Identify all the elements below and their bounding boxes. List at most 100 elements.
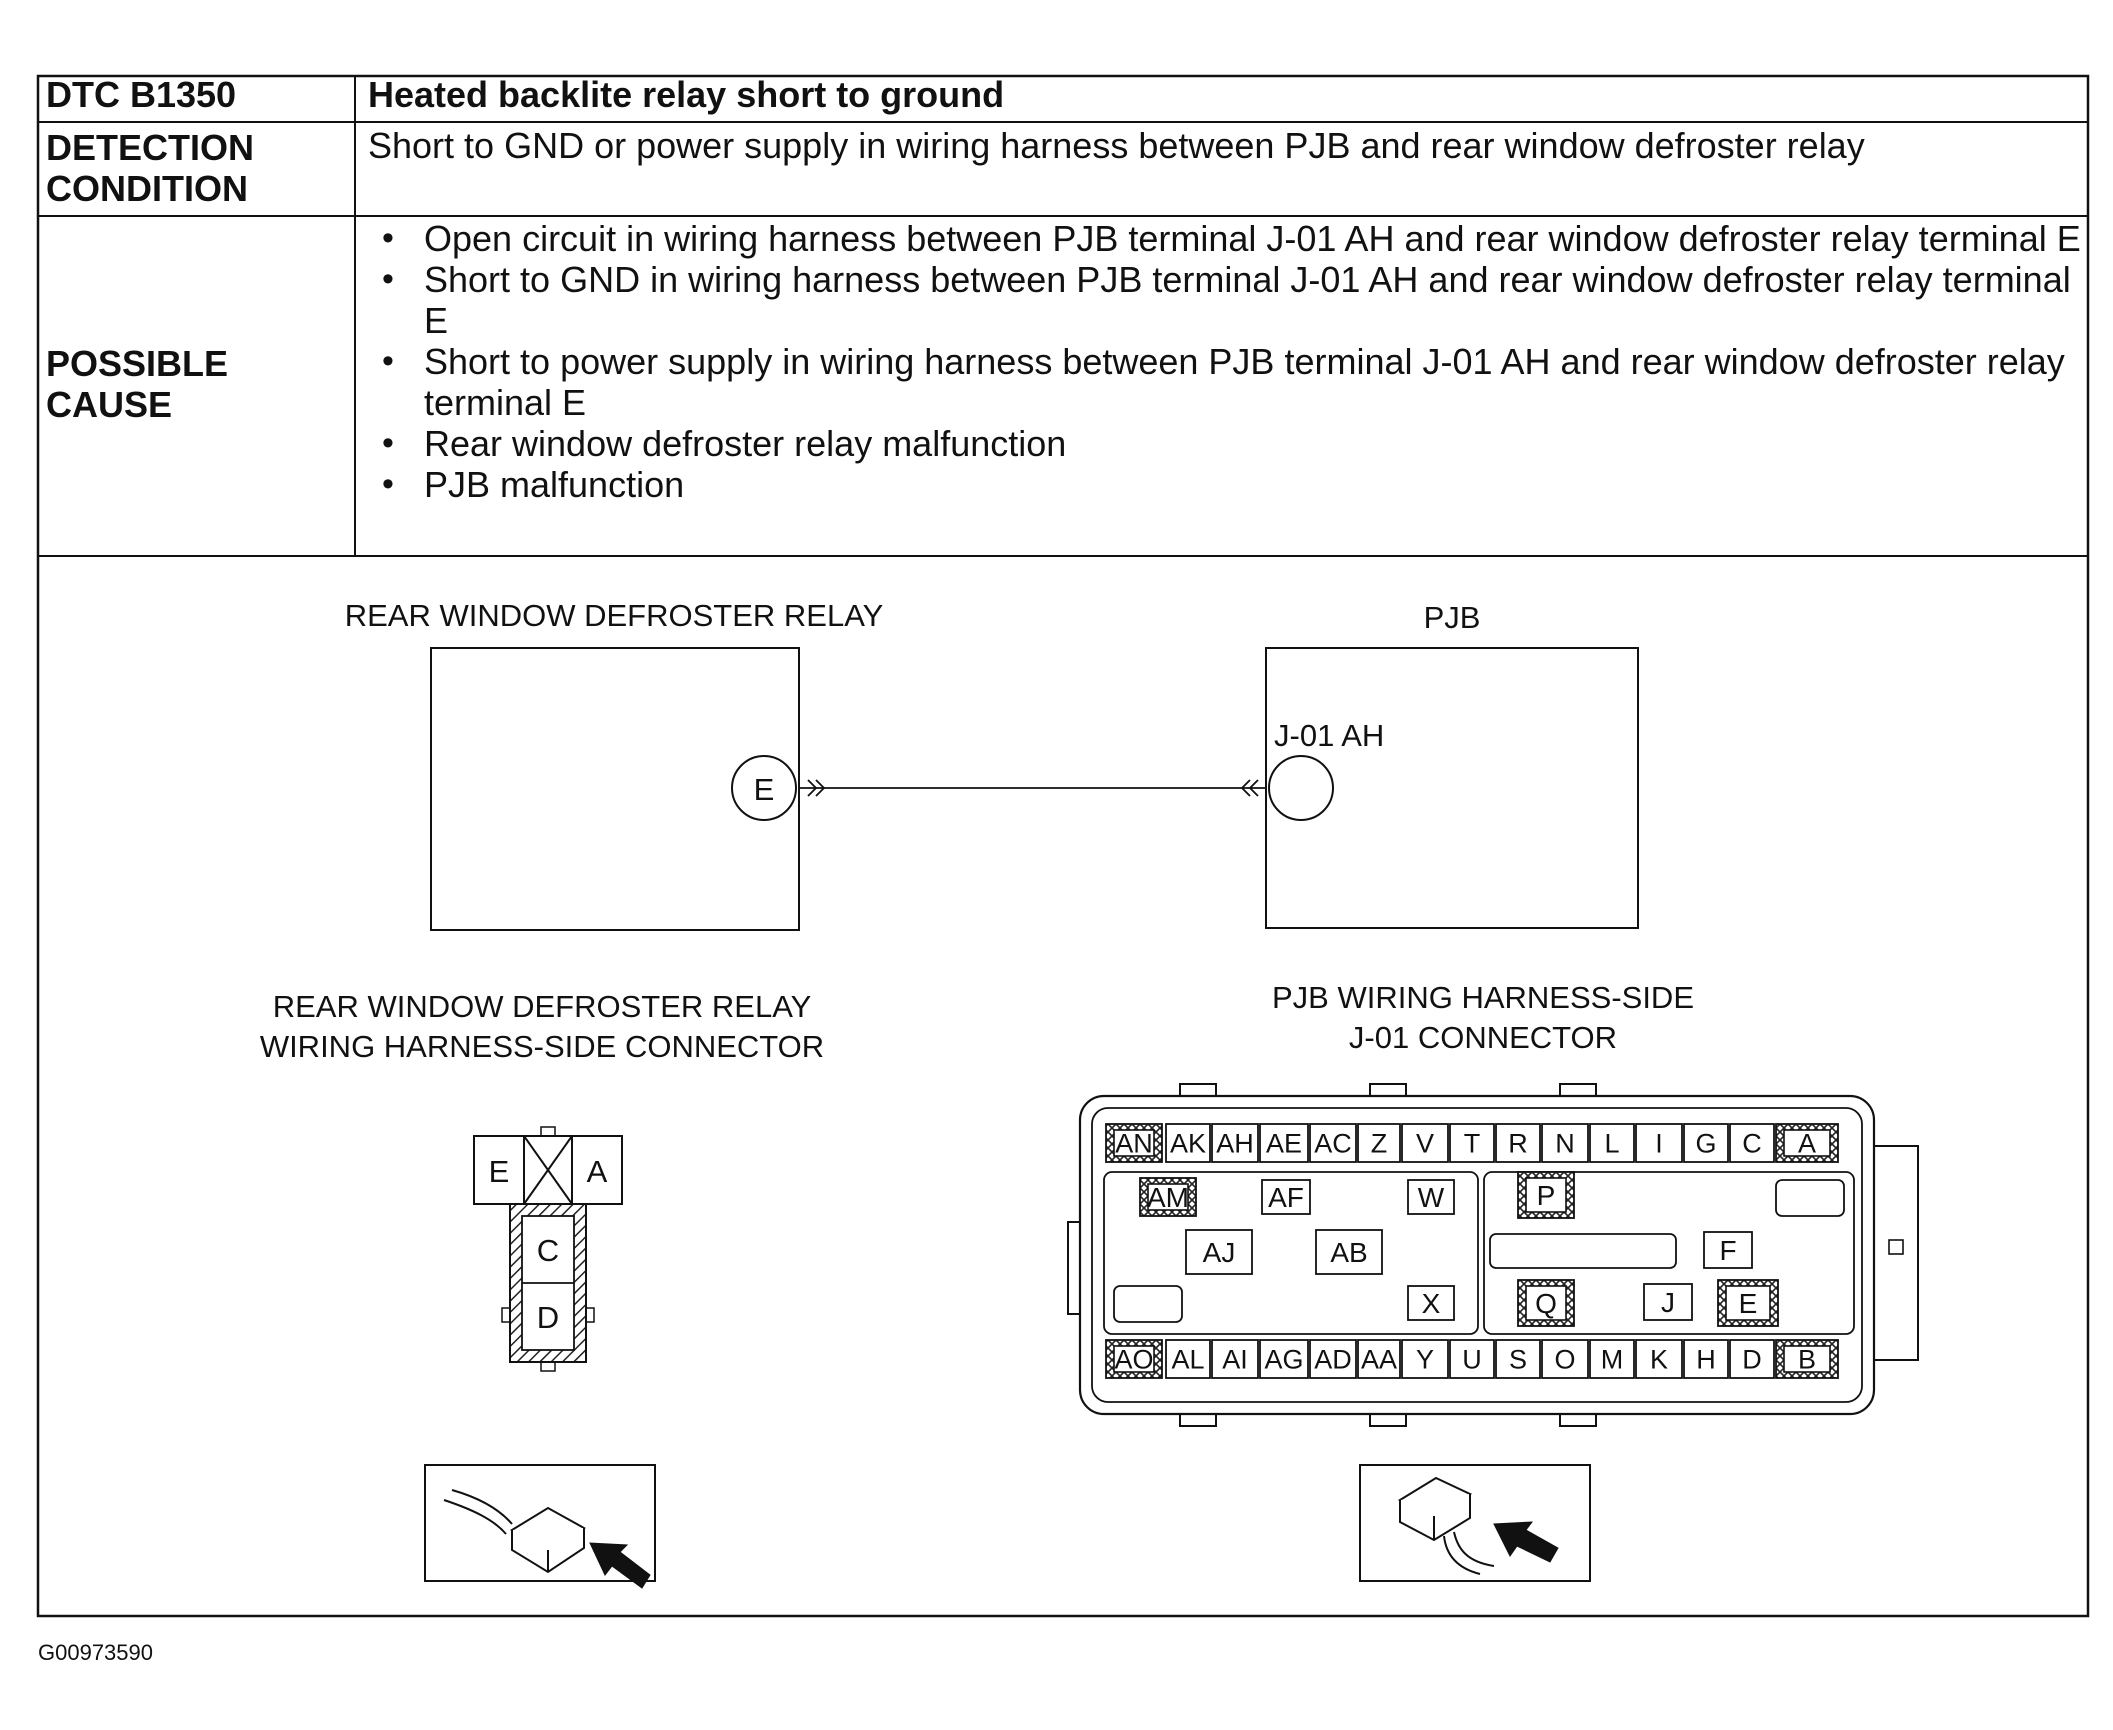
cause-item: Rear window defroster relay malfunction <box>356 423 2096 464</box>
pjb-pin-i: I <box>1655 1129 1663 1159</box>
pjb-pin-ak: AK <box>1170 1129 1206 1159</box>
pjb-pin-c: C <box>1742 1129 1762 1159</box>
pjb-pin-h: H <box>1696 1345 1716 1375</box>
pjb-block-pin-p-inner <box>1525 1177 1567 1213</box>
pjb-pin-x: X <box>1422 1288 1441 1319</box>
pjb-pin-ab-box <box>1315 1229 1383 1275</box>
pjb-pin-c-box <box>1729 1123 1775 1163</box>
pjb-block-pin-f: F <box>1719 1235 1736 1266</box>
pjb-pin-t: T <box>1464 1129 1481 1159</box>
relay-terminal-label: E <box>754 772 775 807</box>
pjb-pin-al-box <box>1165 1339 1211 1379</box>
pjb-pin-ad-box <box>1309 1339 1357 1379</box>
pjb-pin-l: L <box>1604 1129 1619 1159</box>
relay-pin-a: A <box>587 1154 608 1189</box>
pjb-schematic-title: PJB <box>1424 600 1481 635</box>
pjb-pin-ao: AO <box>1114 1345 1153 1375</box>
possible-cause-list-wrapper: Open circuit in wiring harness between P… <box>356 218 2096 505</box>
pjb-connector-arrow <box>1240 779 1259 797</box>
cause-item: Short to GND in wiring harness between P… <box>356 259 2096 341</box>
pjb-connector-title-line1: PJB WIRING HARNESS-SIDE <box>1272 980 1694 1015</box>
pjb-pin-d-box <box>1729 1339 1775 1379</box>
pjb-pin-w: W <box>1418 1182 1445 1213</box>
pjb-pin-am-inner <box>1147 1183 1189 1211</box>
pjb-pin-t-box <box>1449 1123 1495 1163</box>
dtc-code: DTC B1350 <box>46 74 237 115</box>
relay-pin-d: D <box>537 1300 559 1335</box>
pjb-pin-r: R <box>1508 1129 1528 1159</box>
pjb-pin-ai: AI <box>1222 1345 1248 1375</box>
pjb-terminal-circle <box>1268 755 1334 821</box>
pjb-block-pin-e-inner <box>1725 1285 1771 1321</box>
possible-cause-list: Open circuit in wiring harness between P… <box>356 218 2096 505</box>
pjb-connector-title-line2: J-01 CONNECTOR <box>1349 1020 1617 1055</box>
pjb-pin-k-box <box>1635 1339 1683 1379</box>
pjb-pin-ac: AC <box>1314 1129 1352 1159</box>
pjb-pin-d: D <box>1742 1345 1762 1375</box>
pjb-pin-ae: AE <box>1266 1129 1302 1159</box>
pjb-pin-n-box <box>1541 1123 1589 1163</box>
pjb-pin-k: K <box>1650 1345 1668 1375</box>
pjb-pin-ag: AG <box>1264 1345 1303 1375</box>
pjb-pin-y: Y <box>1416 1345 1434 1375</box>
pjb-pin-aj: AJ <box>1203 1237 1236 1268</box>
table-grid <box>36 74 2090 1618</box>
pjb-pin-aa-box <box>1357 1339 1401 1379</box>
pjb-pin-ac-box <box>1309 1123 1357 1163</box>
pjb-pin-al: AL <box>1171 1345 1204 1375</box>
relay-connector-title-line1: REAR WINDOW DEFROSTER RELAY <box>273 989 812 1024</box>
pjb-pin-ae-box <box>1259 1123 1309 1163</box>
relay-schematic-title: REAR WINDOW DEFROSTER RELAY <box>345 598 884 633</box>
relay-pin-e: E <box>489 1154 510 1189</box>
pjb-terminal-label: J-01 AH <box>1274 718 1384 753</box>
pjb-pin-m: M <box>1601 1345 1624 1375</box>
detection-condition-text: Short to GND or power supply in wiring h… <box>368 125 1865 166</box>
pjb-pin-u-box <box>1449 1339 1495 1379</box>
relay-terminal-circle <box>731 755 797 821</box>
pjb-pin-ag-box <box>1259 1339 1309 1379</box>
relay-connector-arrow <box>807 779 826 797</box>
detection-label-line1: DETECTION <box>46 127 255 168</box>
dtc-title: Heated backlite relay short to ground <box>368 74 1005 115</box>
pjb-block-pin-f-box <box>1703 1231 1753 1269</box>
relay-connector <box>473 1126 623 1372</box>
cause-item: Open circuit in wiring harness between P… <box>356 218 2096 259</box>
pjb-block-pin-q-inner <box>1525 1285 1567 1321</box>
pjb-pin-ab: AB <box>1330 1237 1367 1268</box>
pjb-block-pin-j: J <box>1661 1287 1675 1318</box>
pjb-pin-an: AN <box>1115 1129 1153 1159</box>
pjb-pin-g-box <box>1683 1123 1729 1163</box>
detection-label-line2: CONDITION <box>46 168 248 209</box>
pjb-pin-z: Z <box>1371 1129 1388 1159</box>
pjb-pin-y-box <box>1401 1339 1449 1379</box>
pjb-pin-u: U <box>1462 1345 1482 1375</box>
pjb-pin-s: S <box>1509 1345 1527 1375</box>
cause-label-line1: POSSIBLE <box>46 343 229 384</box>
relay-pin-c: C <box>537 1233 559 1268</box>
pjb-pin-ai-box <box>1211 1339 1259 1379</box>
cause-label-line2: CAUSE <box>46 384 173 425</box>
pjb-view-icon <box>1359 1464 1591 1582</box>
pjb-block-pin-q: Q <box>1535 1288 1557 1319</box>
pjb-pin-h-box <box>1683 1339 1729 1379</box>
pjb-pin-aj-box <box>1185 1229 1253 1275</box>
pjb-pin-g: G <box>1695 1129 1716 1159</box>
pjb-pin-af-box <box>1261 1179 1311 1215</box>
pjb-pin-ah: AH <box>1216 1129 1254 1159</box>
pjb-pin-ah-box <box>1211 1123 1259 1163</box>
pjb-pin-a: A <box>1798 1129 1816 1159</box>
pjb-block-pin-p: P <box>1537 1180 1556 1211</box>
relay-box <box>430 647 800 931</box>
relay-view-icon <box>424 1464 656 1589</box>
pjb-pin-s-box <box>1495 1339 1541 1379</box>
schematic: REAR WINDOW DEFROSTER RELAY PJB E J-01 A… <box>345 598 1639 931</box>
pjb-block-pin-e: E <box>1739 1288 1758 1319</box>
pjb-pin-i-box <box>1635 1123 1683 1163</box>
pjb-pin-w-box <box>1407 1179 1455 1215</box>
pjb-pin-z-box <box>1357 1123 1401 1163</box>
pjb-pin-n: N <box>1555 1129 1575 1159</box>
